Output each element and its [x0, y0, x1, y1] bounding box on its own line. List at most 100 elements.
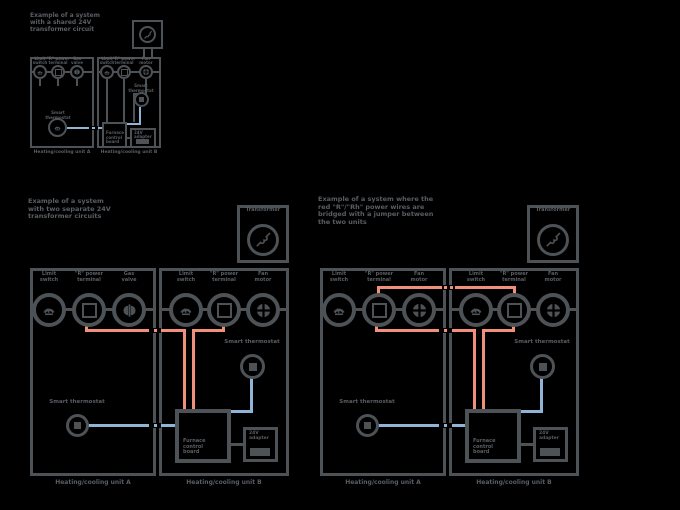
red-wire — [85, 329, 186, 332]
control-board: Furnace control board — [102, 122, 127, 148]
diagram-separate-transformers: Example of a system with two separate 24… — [0, 170, 310, 510]
terminal-limit-switch — [100, 65, 114, 79]
terminal-limit-switch — [459, 293, 493, 327]
unit-a-caption: Heating/cooling unit A — [345, 479, 421, 486]
wire-break — [442, 285, 455, 290]
terminal-fan — [246, 293, 280, 327]
wire-break-dot — [92, 127, 95, 129]
red-wire — [192, 329, 195, 410]
terminal-fan — [536, 293, 570, 327]
blue-wire — [250, 377, 253, 413]
adapter-label: 24V adapter — [539, 431, 559, 441]
terminal-gas-valve — [112, 293, 146, 327]
red-wire — [183, 329, 186, 410]
screen-icon — [364, 422, 371, 429]
terminal-limit-switch — [322, 293, 356, 327]
screen-icon — [248, 362, 257, 371]
square-icon — [81, 302, 97, 318]
terminal-gas-valve — [70, 65, 84, 79]
transformer-wire — [143, 49, 145, 58]
blue-wire — [520, 410, 543, 413]
gray-wire — [123, 79, 125, 122]
adapter-slot — [540, 448, 560, 456]
adapter-label: 24V adapter — [134, 130, 152, 140]
terminal-label: "R" power terminal — [112, 56, 136, 66]
wire-break-dot — [444, 424, 447, 427]
terminal-label: Gas valve — [121, 271, 137, 283]
terminal-limit-switch — [32, 293, 66, 327]
power-adapter: 24V adapter — [533, 427, 568, 462]
transformer-label: Transformer — [535, 207, 571, 213]
transformer-label: Transformer — [245, 207, 281, 213]
gauge-icon — [180, 308, 192, 316]
thermostat-label: Smart thermostat — [49, 399, 105, 405]
screen-icon — [139, 97, 144, 102]
terminal-label: Limit switch — [329, 271, 349, 283]
red-jumper-wire — [513, 288, 516, 295]
wire-break-dot — [154, 424, 157, 427]
fan-icon — [411, 302, 427, 318]
unit-a-caption: Heating/cooling unit A — [55, 479, 131, 486]
terminal-label: "R" power terminal — [46, 56, 70, 66]
thermostat — [66, 414, 89, 437]
terminal-label: Fan motor — [410, 271, 428, 283]
transformer-wire — [151, 49, 153, 58]
terminal-fan — [139, 65, 153, 79]
transformer-box — [132, 20, 163, 49]
red-wire — [222, 323, 225, 332]
terminal-label: Limit switch — [99, 56, 115, 66]
blue-wire — [378, 424, 466, 427]
thermostat-label: Smart thermostat — [339, 399, 395, 405]
fan-icon — [142, 68, 150, 76]
screen-icon — [538, 362, 547, 371]
red-wire — [473, 329, 476, 410]
blue-wire — [230, 410, 253, 413]
adapter-slot — [250, 448, 270, 456]
control-board-label: Furnace control board — [473, 438, 496, 456]
gauge-icon — [104, 71, 110, 75]
gauge-icon — [470, 308, 482, 316]
transformer-coil-icon — [537, 224, 569, 256]
thermostat — [240, 354, 265, 379]
thermostat-label: Smart thermostat — [224, 339, 280, 345]
thermostat — [134, 92, 149, 107]
terminal-label: Limit switch — [39, 271, 59, 283]
diagram-bridged-r-wires: Example of a system where the red "R"/"R… — [0, 170, 680, 510]
gray-wire — [231, 443, 243, 446]
square-icon — [506, 302, 522, 318]
gauge-icon — [333, 308, 345, 316]
terminal-label: Limit switch — [176, 271, 196, 283]
unit-b-caption: Heating/cooling unit B — [476, 479, 552, 486]
gray-wire — [76, 79, 78, 86]
wire-break-dot — [154, 329, 157, 332]
red-wire — [85, 323, 88, 332]
terminal-r-power — [51, 65, 65, 79]
unit-a-caption: Heating/cooling unit A — [33, 150, 91, 155]
thermostat-label: Smart thermostat — [128, 83, 154, 93]
gauge-icon — [43, 308, 55, 316]
terminal-label: Limit switch — [466, 271, 486, 283]
terminal-label: Fan motor — [139, 56, 153, 66]
terminal-label: "R" power terminal — [209, 271, 239, 283]
transformer-coil-icon — [139, 26, 156, 43]
diagram1-title: Example of a system with a shared 24V tr… — [30, 12, 100, 34]
adapter-slot — [136, 139, 149, 144]
terminal-r-power — [117, 65, 131, 79]
terminal-label: Gas valve — [71, 56, 83, 66]
transformer-coil-icon — [247, 224, 279, 256]
red-wire — [375, 329, 476, 332]
terminal-r-power — [207, 293, 241, 327]
terminal-fan — [402, 293, 436, 327]
gray-wire — [39, 79, 41, 86]
terminal-r-power — [497, 293, 531, 327]
blue-wire — [540, 377, 543, 413]
gray-wire — [521, 443, 533, 446]
terminal-label: "R" power terminal — [74, 271, 104, 283]
red-wire — [482, 329, 485, 410]
thermostat-label: Smart thermostat — [45, 110, 71, 120]
terminal-label: Fan motor — [544, 271, 562, 283]
terminal-limit-switch — [33, 65, 47, 79]
gray-wire — [126, 137, 130, 139]
power-adapter: 24V adapter — [130, 128, 156, 148]
